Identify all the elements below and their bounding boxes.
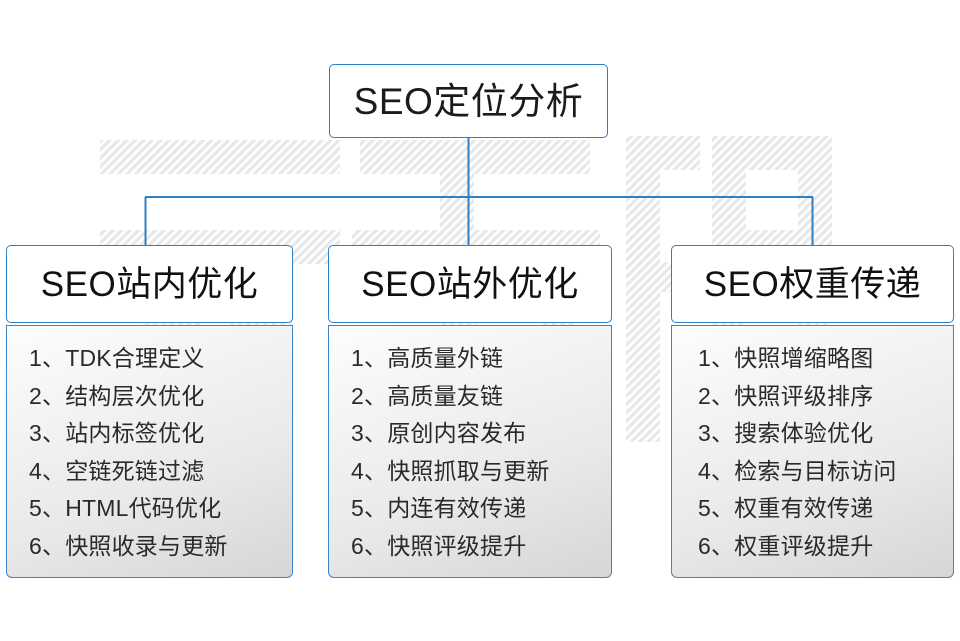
branch-body-seo-onsite: 1、TDK合理定义 2、结构层次优化 3、站内标签优化 4、空链死链过滤 5、H… (6, 325, 293, 578)
list-item[interactable]: 3、搜索体验优化 (698, 420, 874, 446)
list-item[interactable]: 2、高质量友链 (351, 382, 504, 409)
branch-title: SEO站外优化 (361, 264, 579, 304)
branch-header-seo-weight[interactable]: SEO权重传递 (671, 245, 954, 323)
branch-header-seo-onsite[interactable]: SEO站内优化 (6, 245, 293, 323)
branch-column-seo-offsite: SEO站外优化 1、高质量外链 2、高质量友链 3、原创内容发布 4、快照抓取与… (328, 245, 612, 578)
branch-item-list: 1、快照增缩略图 2、快照评级排序 3、搜索体验优化 4、检索与目标访问 5、权… (672, 340, 953, 565)
list-item[interactable]: 6、权重评级提升 (698, 532, 874, 559)
list-item[interactable]: 2、结构层次优化 (29, 382, 205, 409)
branch-title: SEO权重传递 (703, 264, 922, 304)
list-item[interactable]: 4、快照抓取与更新 (351, 457, 550, 484)
root-node[interactable]: SEO定位分析 (329, 64, 608, 138)
list-item[interactable]: 6、快照评级提升 (351, 532, 527, 559)
branch-header-seo-offsite[interactable]: SEO站外优化 (328, 245, 612, 323)
branch-item-list: 1、高质量外链 2、高质量友链 3、原创内容发布 4、快照抓取与更新 5、内连有… (329, 340, 611, 565)
branch-column-seo-weight: SEO权重传递 1、快照增缩略图 2、快照评级排序 3、搜索体验优化 4、检索与… (671, 245, 954, 578)
list-item[interactable]: 5、HTML代码优化 (29, 495, 222, 521)
branch-title: SEO站内优化 (40, 264, 259, 304)
root-node-title: SEO定位分析 (353, 80, 584, 122)
list-item[interactable]: 3、站内标签优化 (29, 420, 205, 446)
list-item[interactable]: 6、快照收录与更新 (29, 532, 228, 559)
list-item[interactable]: 4、空链死链过滤 (29, 457, 205, 484)
branch-column-seo-onsite: SEO站内优化 1、TDK合理定义 2、结构层次优化 3、站内标签优化 4、空链… (6, 245, 293, 578)
list-item[interactable]: 5、权重有效传递 (698, 495, 874, 521)
list-item[interactable]: 5、内连有效传递 (351, 495, 527, 521)
list-item[interactable]: 4、检索与目标访问 (698, 457, 897, 484)
branch-body-seo-offsite: 1、高质量外链 2、高质量友链 3、原创内容发布 4、快照抓取与更新 5、内连有… (328, 325, 612, 578)
branch-item-list: 1、TDK合理定义 2、结构层次优化 3、站内标签优化 4、空链死链过滤 5、H… (7, 340, 292, 565)
list-item[interactable]: 3、原创内容发布 (351, 420, 527, 446)
list-item[interactable]: 1、TDK合理定义 (29, 345, 205, 371)
list-item[interactable]: 1、快照增缩略图 (698, 345, 874, 371)
list-item[interactable]: 2、快照评级排序 (698, 382, 874, 409)
branch-body-seo-weight: 1、快照增缩略图 2、快照评级排序 3、搜索体验优化 4、检索与目标访问 5、权… (671, 325, 954, 578)
list-item[interactable]: 1、高质量外链 (351, 345, 504, 371)
